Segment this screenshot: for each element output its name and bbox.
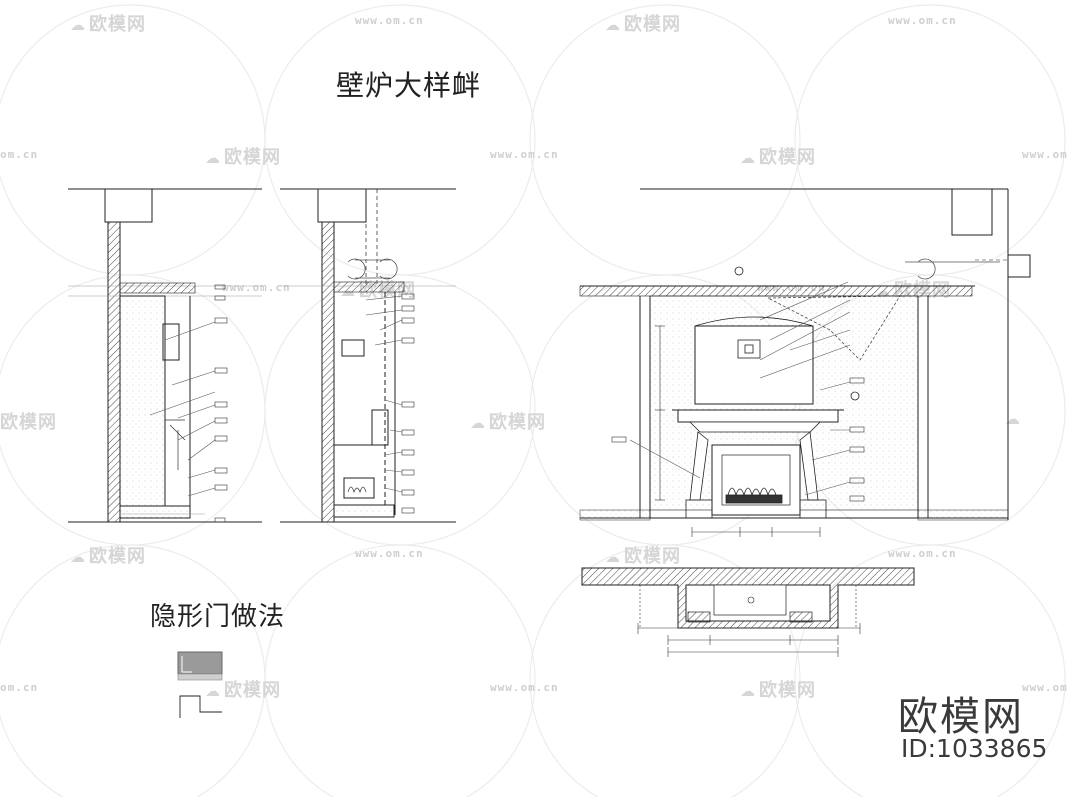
fireplace-detail-title: 壁炉大样衅: [336, 69, 482, 102]
watermark-logo: ☁欧模网: [605, 546, 681, 567]
firebox-opening: [711, 444, 801, 516]
cloud-logo-icon: ☁: [605, 548, 621, 566]
watermark-logo: ☁欧模网: [70, 14, 146, 35]
watermark-url: www.om.cn: [888, 547, 957, 560]
fireplace-plan: [581, 567, 915, 657]
ceiling-band: [579, 285, 973, 297]
tag-marks: [401, 293, 415, 514]
cloud-logo-icon: ☁: [740, 682, 756, 700]
hidden-door-swatch: [177, 651, 223, 675]
watermark-logo: ☁欧模网: [205, 680, 281, 701]
watermark-logo: ☁欧模网: [70, 546, 146, 567]
leader-callouts: [149, 321, 216, 497]
cloud-logo-icon: ☁: [1005, 410, 1021, 428]
wall-hatch: [107, 221, 121, 523]
hidden-door-detail: [177, 651, 223, 718]
mantel-shelf: [677, 409, 839, 423]
watermark-url: www.om.cn: [1022, 148, 1069, 161]
cloud-logo-icon: ☁: [205, 682, 221, 700]
wall-panel: [119, 295, 166, 507]
wall-hatch: [321, 221, 335, 523]
mirror-panel: [694, 325, 814, 405]
cloud-logo-icon: ☁: [605, 16, 621, 34]
section-view-left: [68, 188, 262, 523]
watermark-logo: ☁欧模网: [740, 147, 816, 168]
cloud-logo-icon: ☁: [70, 16, 86, 34]
brand-id-label: ID:1033865: [901, 734, 1048, 763]
leader-callouts: [629, 281, 851, 496]
cloud-logo-icon: ☁: [205, 149, 221, 167]
watermark-logo: ☁: [1005, 408, 1024, 429]
dimension-lines: [637, 585, 861, 657]
watermark-url: www.om.cn: [222, 281, 291, 294]
watermark-logo: 欧模网: [0, 412, 57, 433]
section-view-middle: [280, 188, 456, 523]
watermark-logo: ☁欧模网: [605, 14, 681, 35]
watermark-url: www.om.cn: [355, 547, 424, 560]
brand-name: 欧模网: [898, 694, 1024, 740]
leader-callouts: [365, 295, 403, 493]
watermark-url: www.om.cn: [1022, 681, 1069, 694]
tag-marks: [214, 284, 228, 523]
fireplace-elevation: [579, 188, 1031, 537]
watermark-logo: ☁欧模网: [470, 412, 546, 433]
watermark-logo: ☁欧模网: [205, 147, 281, 168]
fire-box: [343, 477, 375, 499]
cloud-logo-icon: ☁: [70, 548, 86, 566]
hidden-door-title: 隐形门做法: [150, 602, 286, 632]
dimension-lines: [655, 325, 821, 537]
watermark-url: www.om.cn: [355, 14, 424, 27]
watermark-url: www.om.cn: [490, 148, 559, 161]
watermark-url: www.om.cn: [490, 681, 559, 694]
watermark-logo: ☁欧模网: [740, 680, 816, 701]
tag-marks: [611, 377, 865, 502]
watermark-url: www.om.cn: [888, 14, 957, 27]
cloud-logo-icon: ☁: [740, 149, 756, 167]
flame-icon: [725, 487, 783, 504]
watermark-url: om.cn: [0, 148, 39, 161]
cloud-logo-icon: ☁: [470, 414, 486, 432]
watermark-url: om.cn: [0, 681, 39, 694]
